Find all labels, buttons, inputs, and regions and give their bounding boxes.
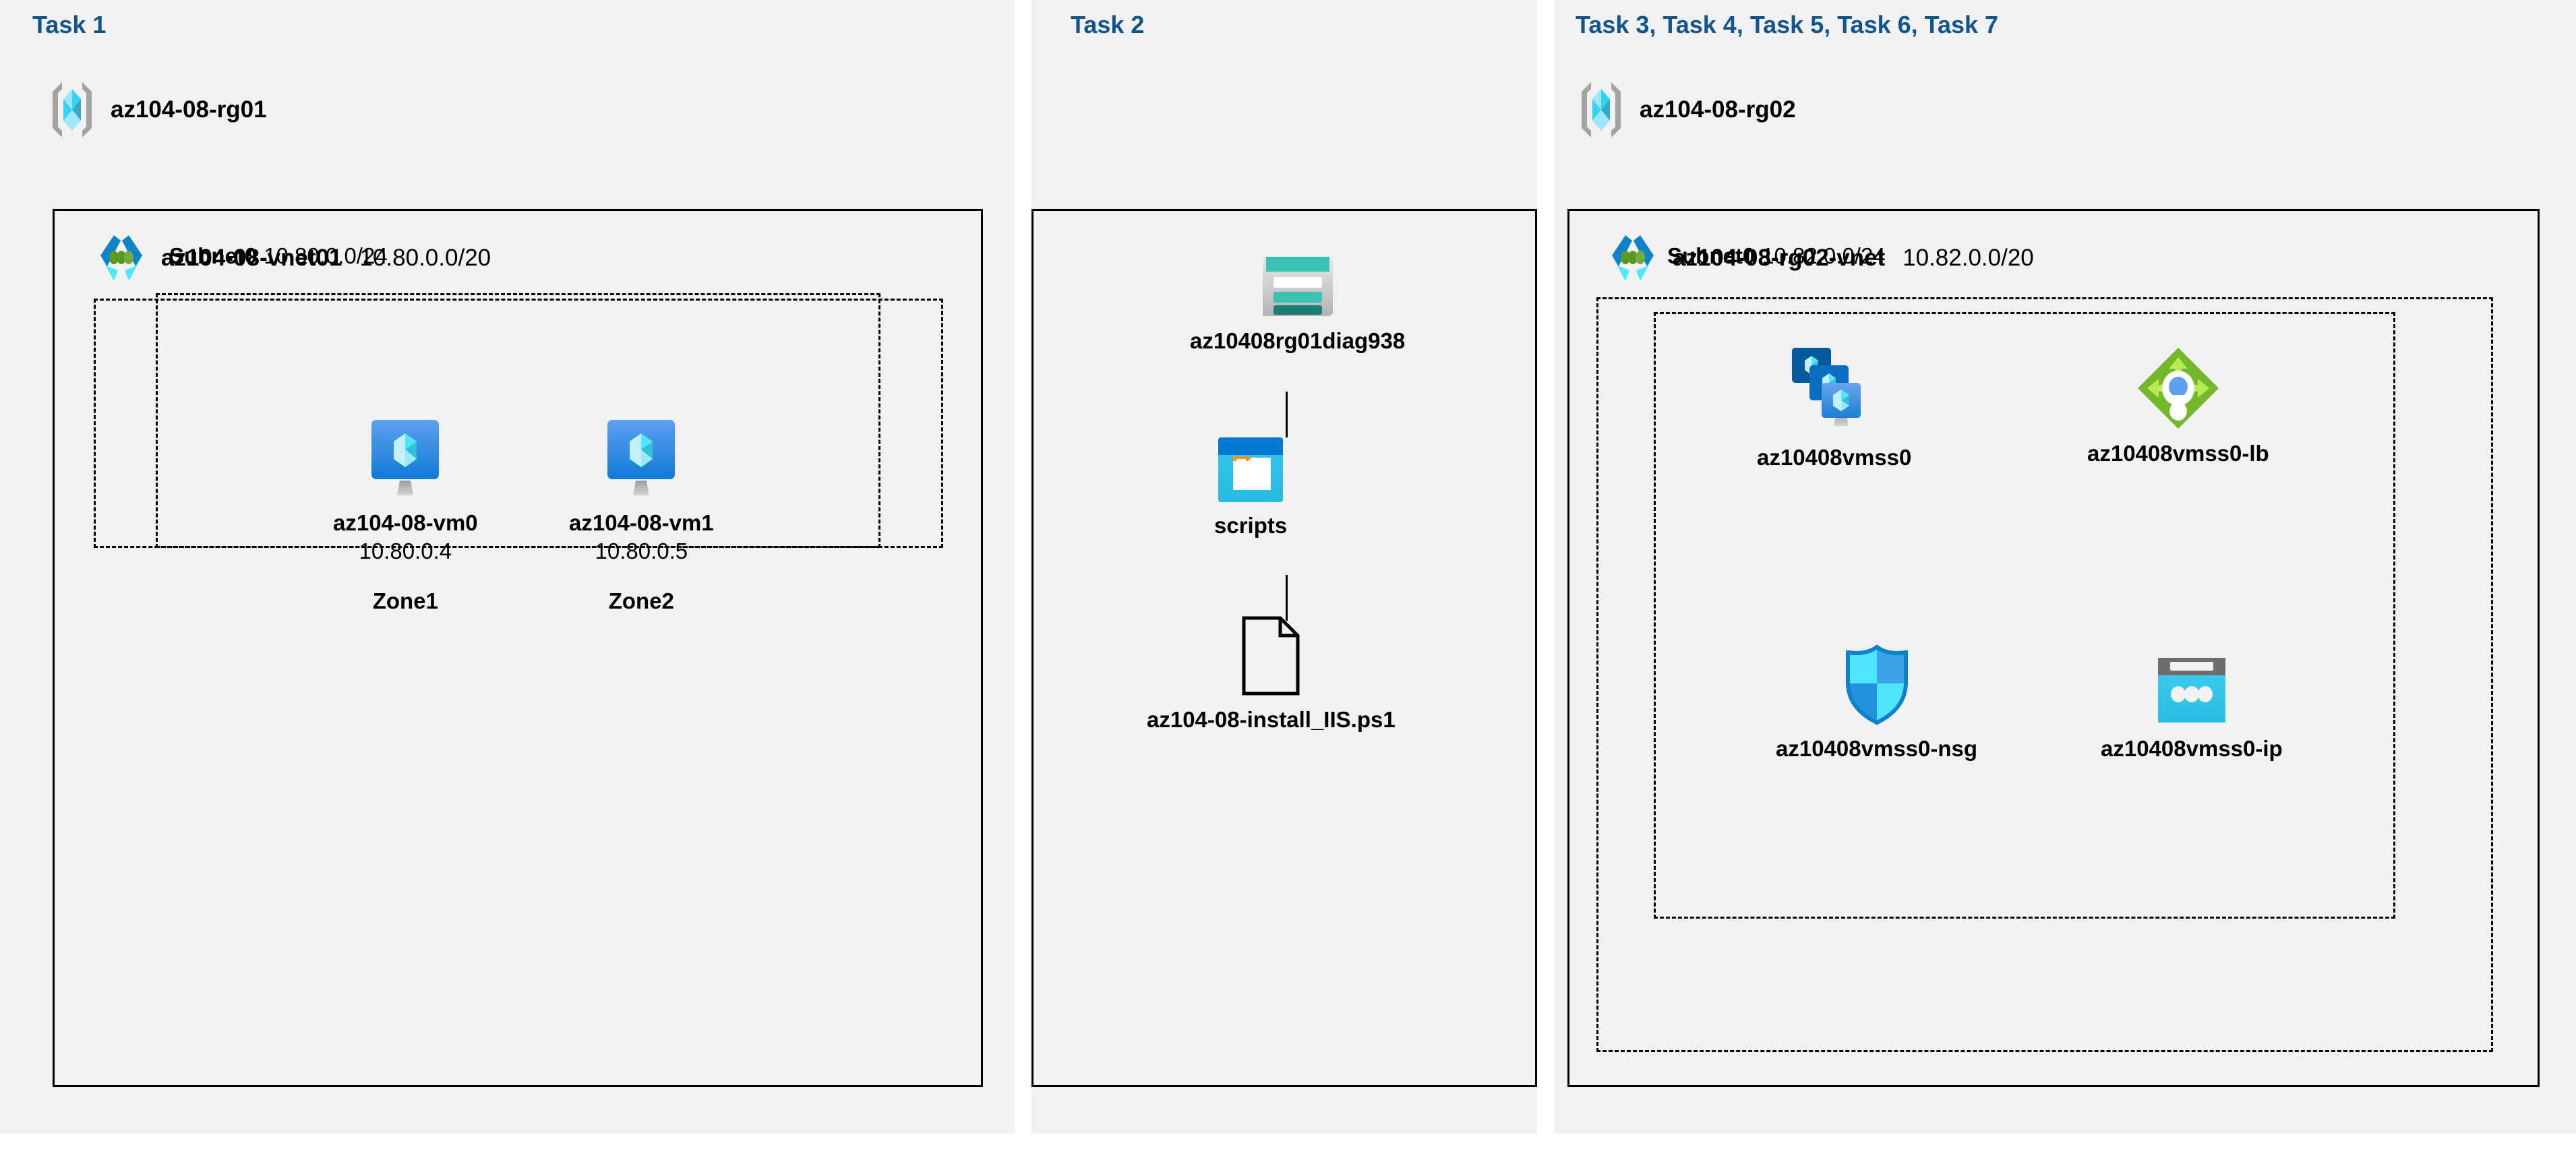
vnet-cidr: 10.82.0.0/20: [1903, 245, 2034, 271]
network-security-group-icon: [1841, 644, 1913, 725]
public-ip-address-icon: [2155, 658, 2228, 725]
task2-heading: Task 2: [1071, 11, 1145, 38]
vm-name: az104-08-vm1: [569, 510, 714, 535]
vnet-name: az104-08-vnet01: [161, 245, 342, 271]
subnet-name: Subnet0: [169, 243, 258, 268]
vnet-header: az104-08-rg02-vnet 10.82.0.0/20: [1607, 233, 2034, 284]
storage-account-icon: [1262, 253, 1333, 317]
vnet-name: az104-08-rg02-vnet: [1673, 245, 1886, 271]
vnet-header: az104-08-vnet01 10.80.0.0/20: [95, 233, 491, 284]
task2-content-box: az10408rg01diag938 scripts: [1031, 209, 1537, 1087]
vm-scale-set-name: az10408vmss0: [1757, 445, 1912, 470]
subnet-box-right: [1596, 297, 2493, 1052]
vmss-resource-group-box: az10408vmss0 az10408vmss: [1654, 312, 2395, 919]
virtual-network-icon: [95, 233, 148, 284]
blob-container-icon: [1218, 437, 1284, 502]
resource-group-icon: [49, 81, 96, 139]
resource-group-icon: [1578, 81, 1625, 139]
vm-node-az104-08-vm0[interactable]: az104-08-vm0 10.80.0.4 Zone1: [333, 420, 478, 614]
vm-scale-set-icon: [1791, 346, 1878, 434]
zone-group-box: az104-08-vm0 10.80.0.4 Zone1: [156, 293, 880, 613]
vm-scale-set-node[interactable]: az10408vmss0: [1757, 346, 1911, 470]
virtual-machine-icon: [370, 420, 440, 499]
subnet-cidr: 10.80.0.0/24: [264, 243, 388, 268]
public-ip-address-name: az10408vmss0-ip: [2101, 736, 2283, 761]
vnet-cidr: 10.80.0.0/20: [359, 245, 491, 271]
load-balancer-node[interactable]: az10408vmss0-lb: [2087, 346, 2269, 466]
load-balancer-name: az10408vmss0-lb: [2087, 441, 2269, 466]
vm-zone: Zone1: [372, 588, 438, 613]
resource-group-az104-08-rg02: az104-08-rg02: [1578, 81, 1796, 139]
load-balancer-icon: [2136, 346, 2220, 430]
virtual-machine-icon: [606, 420, 676, 499]
file-icon: [1240, 615, 1302, 696]
task1-heading: Task 1: [32, 11, 107, 38]
task37-heading: Task 3, Task 4, Task 5, Task 6, Task 7: [1576, 11, 1999, 38]
vm-name: az104-08-vm0: [333, 510, 478, 535]
storage-account-node[interactable]: az10408rg01diag938: [1190, 253, 1405, 354]
vm-node-az104-08-vm1[interactable]: az104-08-vm1 10.80.0.5 Zone2: [569, 420, 714, 614]
resource-group-name: az104-08-rg02: [1640, 96, 1796, 123]
blob-container-name: scripts: [1214, 513, 1288, 538]
resource-group-az104-08-rg01: az104-08-rg01: [49, 81, 267, 139]
resource-group-name: az104-08-rg01: [111, 96, 267, 123]
vm-ip: 10.80.0.5: [595, 539, 688, 563]
public-ip-address-node[interactable]: az10408vmss0-ip: [2101, 658, 2283, 762]
vm-ip: 10.80.0.4: [359, 539, 452, 563]
storage-account-name: az10408rg01diag938: [1190, 328, 1406, 353]
script-file-node[interactable]: az104-08-install_IIS.ps1: [1147, 615, 1396, 733]
network-security-group-name: az10408vmss0-nsg: [1776, 736, 1978, 761]
subnet-cidr: 10.82.0.0/24: [1762, 243, 1886, 268]
vm-zone: Zone2: [608, 588, 674, 613]
script-file-name: az104-08-install_IIS.ps1: [1147, 707, 1396, 732]
virtual-network-icon: [1607, 233, 1659, 284]
blob-container-node[interactable]: scripts: [1214, 437, 1287, 539]
connector-storage-to-container: [1286, 392, 1288, 437]
network-security-group-node[interactable]: az10408vmss0-nsg: [1776, 644, 1977, 762]
connector-container-to-file: [1286, 575, 1288, 621]
subnet-name: Subnet0: [1667, 243, 1756, 268]
